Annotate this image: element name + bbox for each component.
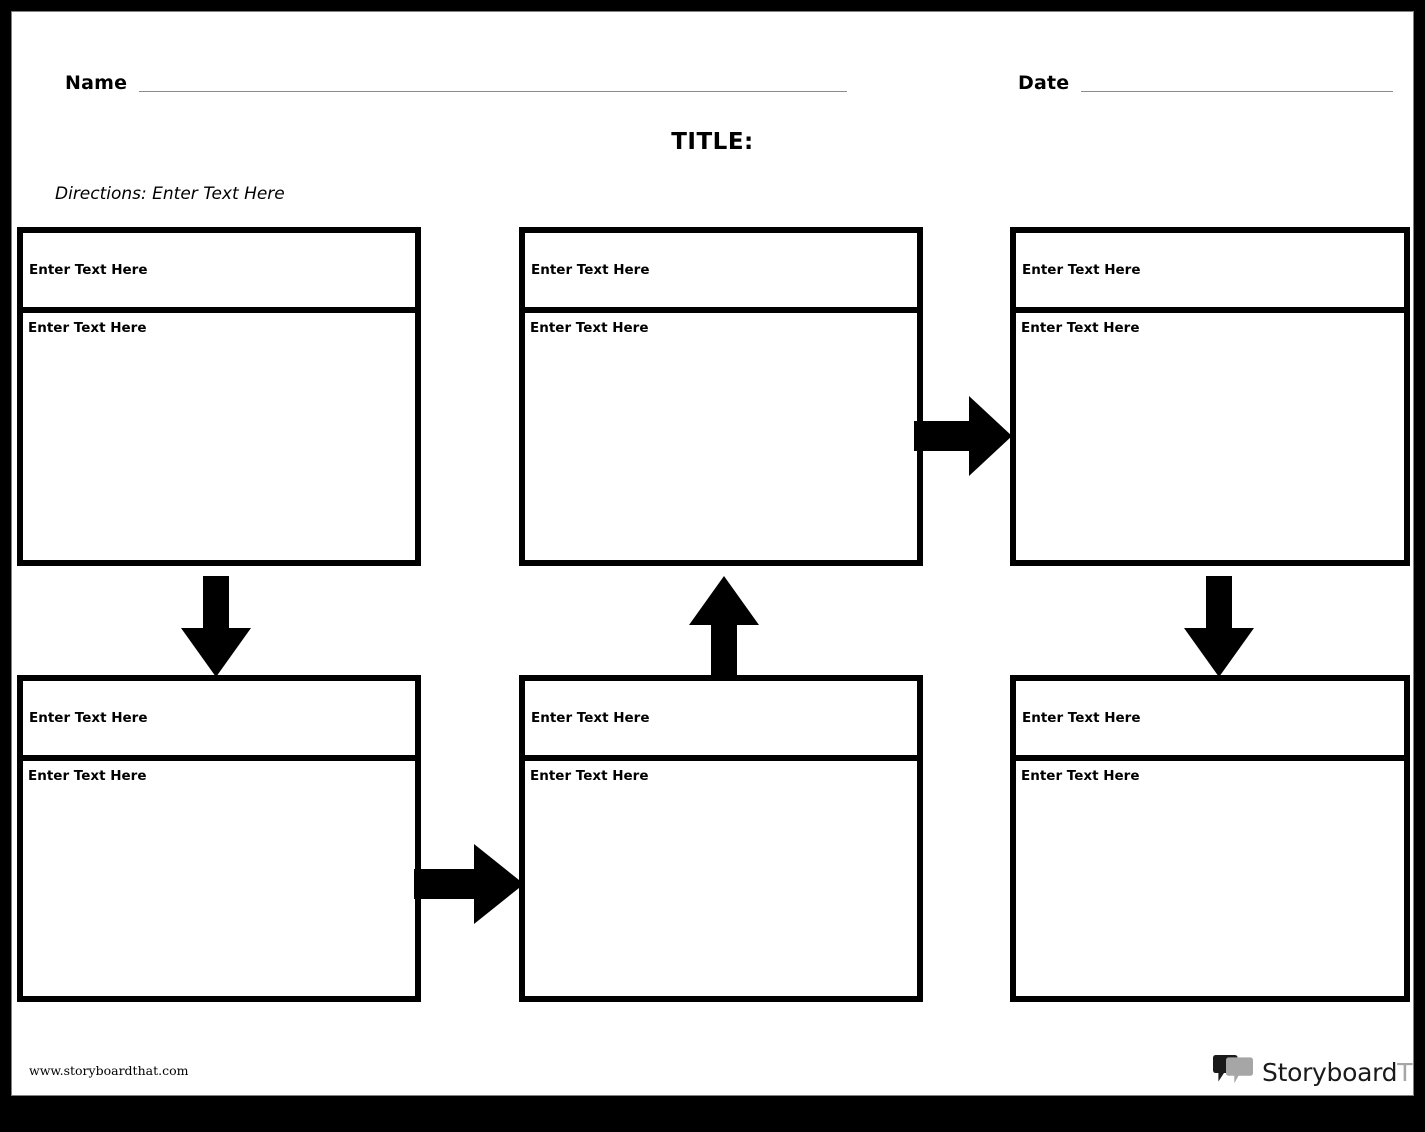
flow-cell-5-body[interactable]: Enter Text Here <box>519 761 923 1002</box>
flow-cell-1-body[interactable]: Enter Text Here <box>17 313 421 566</box>
date-write-line[interactable] <box>1081 91 1394 92</box>
flow-cell-5-header[interactable]: Enter Text Here <box>519 675 923 761</box>
name-label: Name <box>65 72 128 94</box>
flow-cell-6-header-text: Enter Text Here <box>1022 710 1141 726</box>
flow-cell-4-header[interactable]: Enter Text Here <box>17 675 421 761</box>
flow-cell-6: Enter Text Here Enter Text Here <box>1010 675 1410 1002</box>
brand-wordmark: StoryboardThat <box>1262 1060 1413 1085</box>
flow-cell-5-header-text: Enter Text Here <box>531 710 650 726</box>
storyboardthat-logo[interactable]: StoryboardThat <box>1213 1055 1413 1089</box>
flow-cell-3-body[interactable]: Enter Text Here <box>1010 313 1410 566</box>
flow-cell-4-body[interactable]: Enter Text Here <box>17 761 421 1002</box>
speech-bubble-icon <box>1213 1055 1253 1089</box>
flow-cell-3: Enter Text Here Enter Text Here <box>1010 227 1410 566</box>
page-title[interactable]: TITLE: <box>671 129 754 155</box>
flow-cell-4-body-text: Enter Text Here <box>28 768 147 784</box>
flow-cell-4: Enter Text Here Enter Text Here <box>17 675 421 1002</box>
arrow-right-icon <box>414 841 524 927</box>
flow-cell-6-header[interactable]: Enter Text Here <box>1010 675 1410 761</box>
flow-cell-3-body-text: Enter Text Here <box>1021 320 1140 336</box>
flow-cell-5: Enter Text Here Enter Text Here <box>519 675 923 1002</box>
brand-name-secondary: That <box>1397 1057 1413 1087</box>
brand-name-primary: Storyboard <box>1262 1057 1398 1087</box>
date-label: Date <box>1018 72 1070 94</box>
date-field[interactable]: Date <box>1018 72 1394 95</box>
arrow-down-icon <box>177 576 255 677</box>
flow-cell-5-body-text: Enter Text Here <box>530 768 649 784</box>
flow-cell-2: Enter Text Here Enter Text Here <box>519 227 923 566</box>
flow-cell-1: Enter Text Here Enter Text Here <box>17 227 421 566</box>
flow-cell-2-header-text: Enter Text Here <box>531 262 650 278</box>
arrow-down-icon <box>1180 576 1258 677</box>
flow-cell-3-header-text: Enter Text Here <box>1022 262 1141 278</box>
flow-cell-2-header[interactable]: Enter Text Here <box>519 227 923 313</box>
flow-cell-4-header-text: Enter Text Here <box>29 710 148 726</box>
arrow-up-icon <box>685 576 763 677</box>
footer-url[interactable]: www.storyboardthat.com <box>29 1063 189 1078</box>
flow-cell-2-body-text: Enter Text Here <box>530 320 649 336</box>
arrow-right-icon <box>914 393 1012 479</box>
worksheet-page: Name Date TITLE: Directions: Enter Text … <box>12 12 1413 1095</box>
name-field[interactable]: Name <box>65 72 848 95</box>
flow-cell-6-body-text: Enter Text Here <box>1021 768 1140 784</box>
flow-cell-2-body[interactable]: Enter Text Here <box>519 313 923 566</box>
flow-cell-1-body-text: Enter Text Here <box>28 320 147 336</box>
flow-cell-6-body[interactable]: Enter Text Here <box>1010 761 1410 1002</box>
flow-cell-1-header[interactable]: Enter Text Here <box>17 227 421 313</box>
directions-text[interactable]: Directions: Enter Text Here <box>55 184 285 204</box>
flow-cell-3-header[interactable]: Enter Text Here <box>1010 227 1410 313</box>
name-write-line[interactable] <box>139 91 848 92</box>
flow-cell-1-header-text: Enter Text Here <box>29 262 148 278</box>
